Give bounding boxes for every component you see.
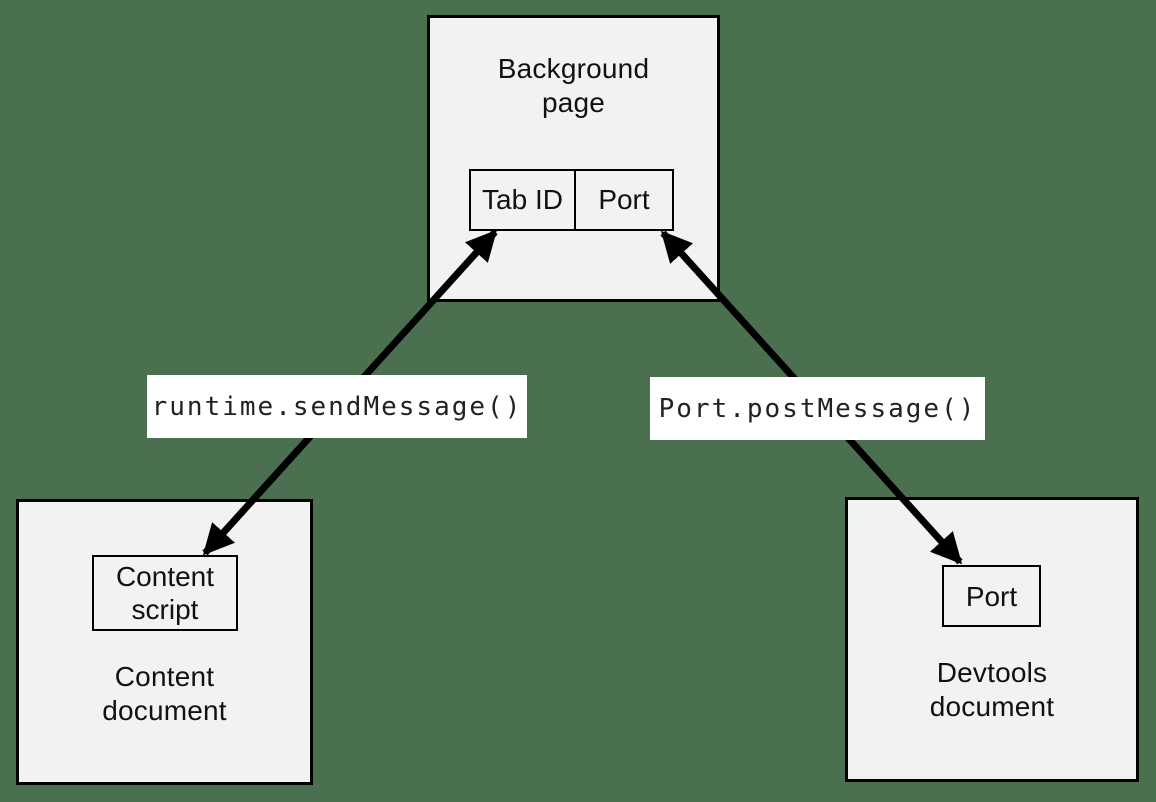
background-page-label: Background page: [497, 53, 650, 118]
node-devtools-document: Port Devtools document: [845, 497, 1139, 782]
content-document-label: Content document: [102, 661, 227, 726]
node-content-script: Content script: [92, 555, 238, 631]
edge-label-port-postmessage: Port.postMessage(): [650, 377, 985, 440]
cell-tab-id: Tab ID: [471, 171, 576, 229]
devtools-document-label: Devtools document: [929, 657, 1055, 722]
cell-port: Port: [598, 184, 650, 215]
tab-port-table: Tab ID Port: [469, 169, 674, 231]
node-content-document: Content script Content document: [16, 499, 313, 785]
node-devtools-port: Port: [942, 565, 1041, 627]
edge-label-runtime-sendmessage: runtime.sendMessage(): [147, 375, 527, 438]
node-background-page: Background page Tab ID Port: [427, 15, 720, 302]
